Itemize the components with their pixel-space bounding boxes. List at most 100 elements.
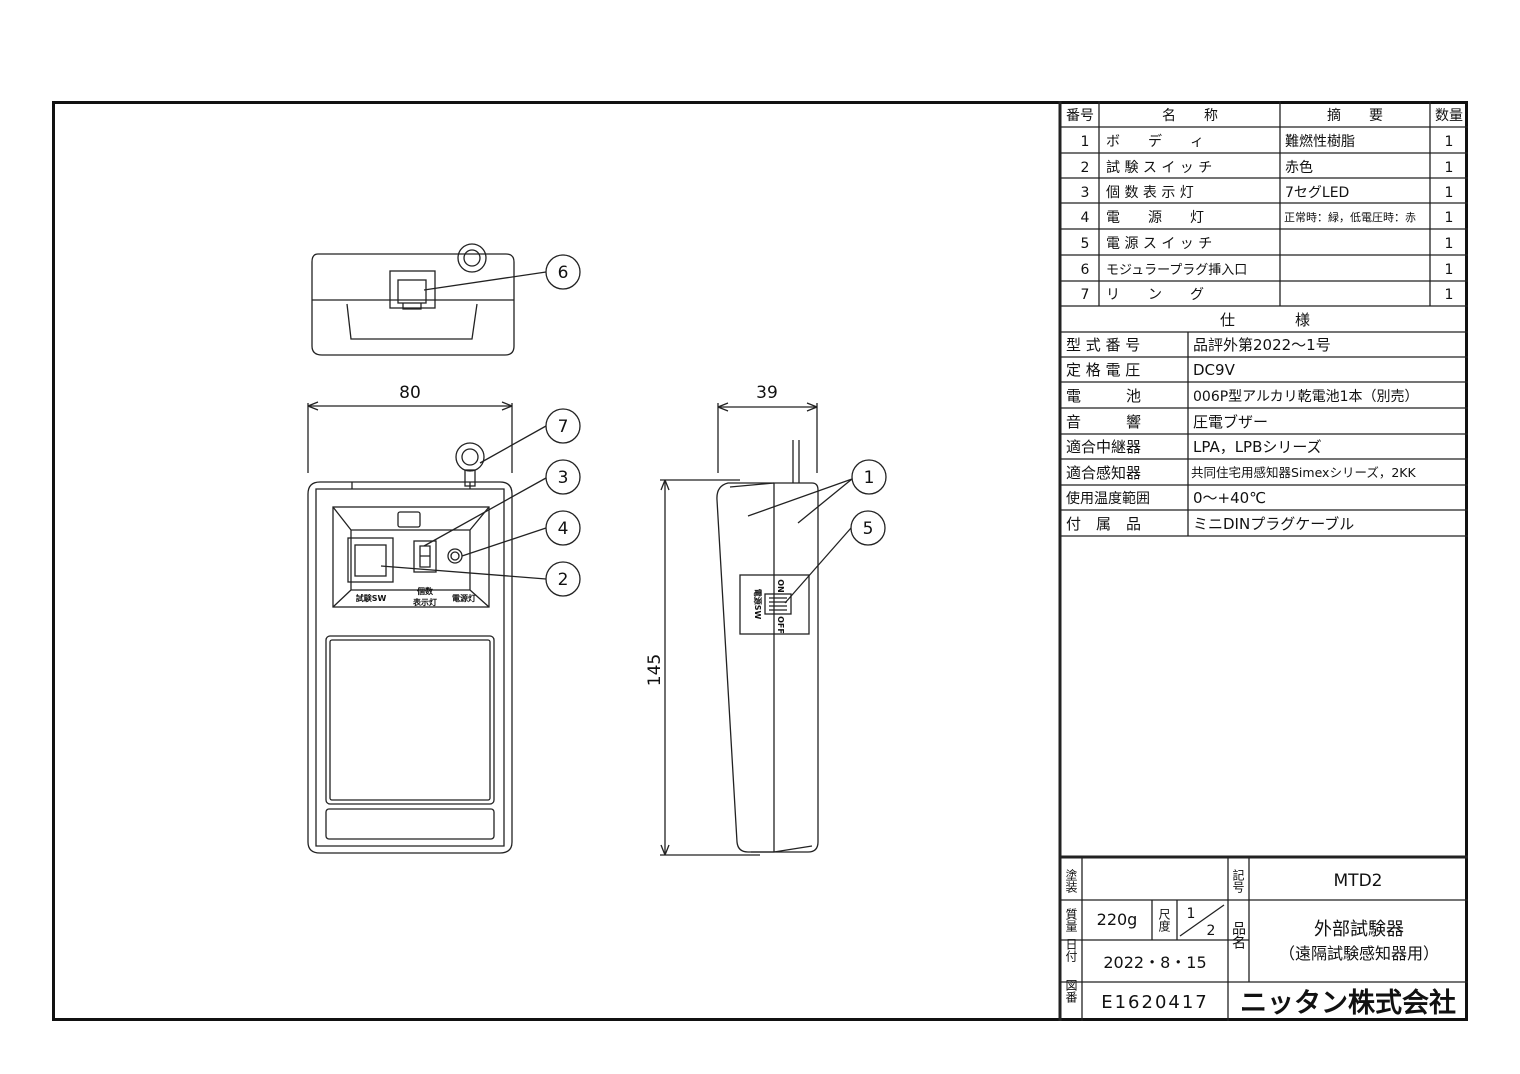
part-name: リ ン グ [1106,287,1204,303]
part-summary: 正常時：緑，低電圧時：赤 [1284,210,1416,224]
part-summary: 難燃性樹脂 [1285,133,1355,150]
scale-numerator: 1 [1187,906,1196,922]
parts-table: 番号 名 称 摘 要 数量 1 ボ デ ィ 難燃性樹脂 1 2 試 験 ス イ … [1066,107,1463,303]
part-qty: 1 [1445,287,1454,303]
front-lower-panel [325,635,495,805]
spec-label: 適合感知器 [1066,464,1141,482]
callout-2: 2 [558,570,569,590]
part-no: 5 [1081,236,1090,252]
weight-value: 220g [1097,910,1138,929]
company-logo: ニッタン株式会社 [1240,987,1456,1019]
label-power-sw: 電源SW [753,589,763,620]
part-name: ボ デ ィ [1106,133,1204,150]
top-view-body [311,253,515,356]
spec-label: 付 属 品 [1066,515,1141,533]
spec-header: 仕 様 [1220,311,1310,329]
label-test-sw: 試験SW [356,593,387,603]
spec-value: 品評外第2022～1号 [1193,336,1331,354]
mark-value: MTD2 [1334,871,1383,891]
spec-label: 使用温度範囲 [1066,490,1150,507]
spec-value: 圧電ブザー [1193,413,1268,431]
part-qty: 1 [1445,210,1454,226]
spec-value: 006P型アルカリ乾電池1本（別売） [1193,389,1419,405]
date-value: 2022・8・15 [1103,953,1206,972]
part-summary: 7セグLED [1285,185,1349,201]
control-panel [332,506,490,608]
front-body [307,481,513,854]
label-count-2: 表示灯 [412,597,437,607]
part-qty: 1 [1445,236,1454,252]
part-name: 試 験 ス イ ッ チ [1106,160,1212,176]
top-view [311,243,515,356]
label-on: ON [776,579,785,593]
header-name: 名 称 [1162,108,1218,124]
spec-value: 0～+40℃ [1193,489,1266,507]
part-name: 電 源 灯 [1106,210,1204,226]
weight-label: 質量 [1064,907,1078,932]
modular-jack-outline [389,270,436,309]
part-name: 個 数 表 示 灯 [1106,185,1194,201]
spec-label: 適合中継器 [1066,438,1141,456]
dim-depth: 39 [756,383,778,403]
part-qty: 1 [1445,160,1454,176]
part-no: 2 [1081,160,1090,176]
callout-6: 6 [558,263,569,283]
test-switch [354,544,387,577]
test-switch-outer [347,537,394,583]
power-switch [764,593,792,615]
callout-3: 3 [558,468,569,488]
drawing-labels: 80 39 145 6 7 3 4 2 1 5 [399,263,874,686]
scale-denominator: 2 [1207,923,1216,939]
callout-5: 5 [863,519,874,539]
part-qty: 1 [1445,185,1454,201]
front-label-plate [325,808,495,840]
part-name: 電 源 ス イ ッ チ [1106,236,1212,252]
spec-value: LPA，LPBシリーズ [1193,438,1322,456]
callout-7: 7 [558,417,569,437]
spec-label: 定 格 電 圧 [1066,361,1140,379]
product-subname: （遠隔試験感知器用） [1279,944,1439,963]
paint-label: 塗装 [1064,868,1078,894]
dim-width: 80 [399,383,421,403]
side-view [660,402,819,856]
label-power-lamp: 電源灯 [452,593,476,603]
product-name: 外部試験器 [1314,919,1404,940]
power-switch-recess [739,574,810,635]
part-no: 6 [1081,262,1090,278]
header-qty: 数量 [1435,108,1463,124]
callout-4: 4 [558,519,569,539]
label-off: OFF [776,616,785,634]
drawing-frame [52,101,1468,1021]
date-label: 日付 [1064,938,1078,963]
drawing-no-label: 図番 [1064,979,1078,1004]
table-grid [1058,101,1468,1021]
product-label: 品名 [1230,921,1246,949]
part-qty: 1 [1445,262,1454,278]
part-no: 1 [1081,134,1090,150]
part-summary: 赤色 [1285,159,1313,176]
part-qty: 1 [1445,134,1454,150]
part-no: 7 [1081,287,1090,303]
scale-label: 尺度 [1157,908,1171,932]
callout-leaders [380,271,853,604]
side-body [716,482,819,853]
drawing-no: E1620417 [1101,992,1209,1013]
modular-jack-icon [397,279,427,304]
dim-height: 145 [645,654,665,686]
title-block: 塗装 記号 MTD2 質量 220g 尺度 1 2 品名 外部試験器 （遠隔試験… [1064,868,1456,1019]
seven-segment-display [413,540,437,573]
spec-label: 型 式 番 号 [1066,336,1140,354]
callout-1: 1 [864,468,875,488]
spec-value: DC9V [1193,361,1236,379]
label-count-1: 個数 [416,586,434,596]
spec-table: 仕 様 型 式 番 号 品評外第2022～1号 定 格 電 圧 DC9V 電 池… [1066,311,1419,533]
part-name: モジュラープラグ挿入口 [1106,263,1247,278]
ring-top-view [457,243,487,273]
spec-label: 音 響 [1066,413,1141,431]
front-view [307,401,513,854]
header-no: 番号 [1066,108,1094,124]
spec-value: ミニDINプラグケーブル [1193,515,1354,533]
mark-label: 記号 [1231,868,1245,893]
callout-circles [545,254,887,597]
